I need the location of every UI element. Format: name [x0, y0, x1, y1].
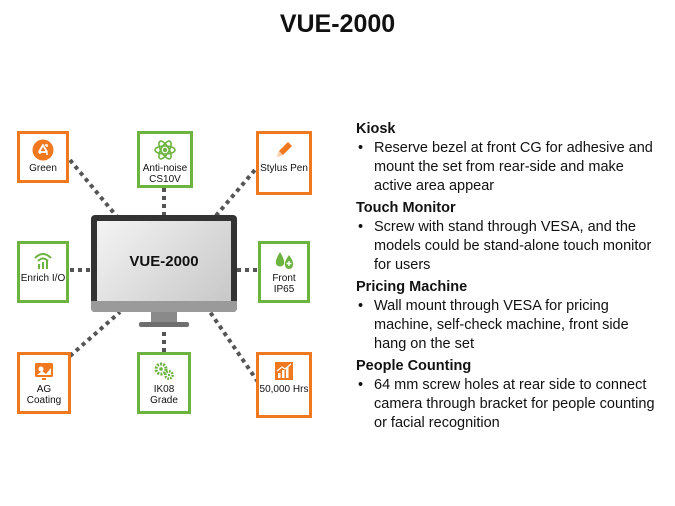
pen-icon: [277, 142, 292, 157]
monitor-label: VUE-2000: [129, 253, 199, 270]
feature-green: Green: [17, 131, 69, 183]
feature-ik08-grade: IK08 Grade: [137, 352, 191, 414]
bar-chart-icon: [275, 362, 293, 380]
monitor-image: VUE-2000: [91, 215, 237, 330]
feature-50000-hrs: 50,000 Hrs: [256, 352, 312, 418]
feature-label: Enrich I/O: [20, 273, 66, 284]
section-bullet: 64 mm screw holes at rear side to connec…: [356, 376, 661, 433]
feature-anti-noise: Anti-noise CS10V: [137, 131, 193, 188]
atom-icon: [154, 140, 176, 160]
monitor-stand: [151, 312, 177, 322]
feature-label: Anti-noise CS10V: [142, 163, 188, 185]
section-kiosk: Kiosk Reserve bezel at front CG for adhe…: [356, 121, 661, 196]
section-touch-monitor: Touch Monitor Screw with stand through V…: [356, 200, 661, 275]
section-pricing-machine: Pricing Machine Wall mount through VESA …: [356, 279, 661, 354]
feature-label: Front IP65: [272, 273, 296, 295]
feature-label: 50,000 Hrs: [259, 384, 309, 395]
gears-icon: [154, 362, 174, 380]
monitor-screen: [97, 221, 231, 301]
section-people-counting: People Counting 64 mm screw holes at rea…: [356, 358, 661, 433]
feature-ag-coating: AG Coating: [17, 352, 71, 414]
section-bullet: Reserve bezel at front CG for adhesive a…: [356, 139, 661, 196]
feature-diagram: Green Anti-noise CS10V Stylus Pen Enrich…: [17, 131, 312, 418]
feature-label: IK08 Grade: [150, 384, 178, 406]
recycle-icon: [32, 139, 54, 161]
section-bullet: Screw with stand through VESA, and the m…: [356, 218, 661, 275]
page-title: VUE-2000: [279, 10, 396, 38]
water-drops-icon: [275, 252, 294, 269]
feature-stylus-pen: Stylus Pen: [256, 131, 312, 195]
monitor-base: [139, 322, 189, 327]
section-bullet: Wall mount through VESA for pricing mach…: [356, 297, 661, 354]
connector-lines: [68, 158, 262, 384]
section-heading: Pricing Machine: [356, 279, 468, 295]
feature-label: AG Coating: [26, 384, 62, 406]
use-case-list: Kiosk Reserve bezel at front CG for adhe…: [356, 121, 661, 437]
section-heading: People Counting: [356, 358, 472, 374]
section-heading: Kiosk: [356, 121, 396, 137]
feature-label: Stylus Pen: [260, 163, 308, 174]
feature-enrich-io: Enrich I/O: [17, 241, 69, 303]
feature-front-ip65: Front IP65: [258, 241, 310, 303]
monitor-chin: [91, 301, 237, 312]
feature-label: Green: [29, 163, 57, 174]
wifi-signal-icon: [34, 253, 52, 269]
ag-screen-icon: [35, 363, 53, 380]
section-heading: Touch Monitor: [356, 200, 456, 216]
